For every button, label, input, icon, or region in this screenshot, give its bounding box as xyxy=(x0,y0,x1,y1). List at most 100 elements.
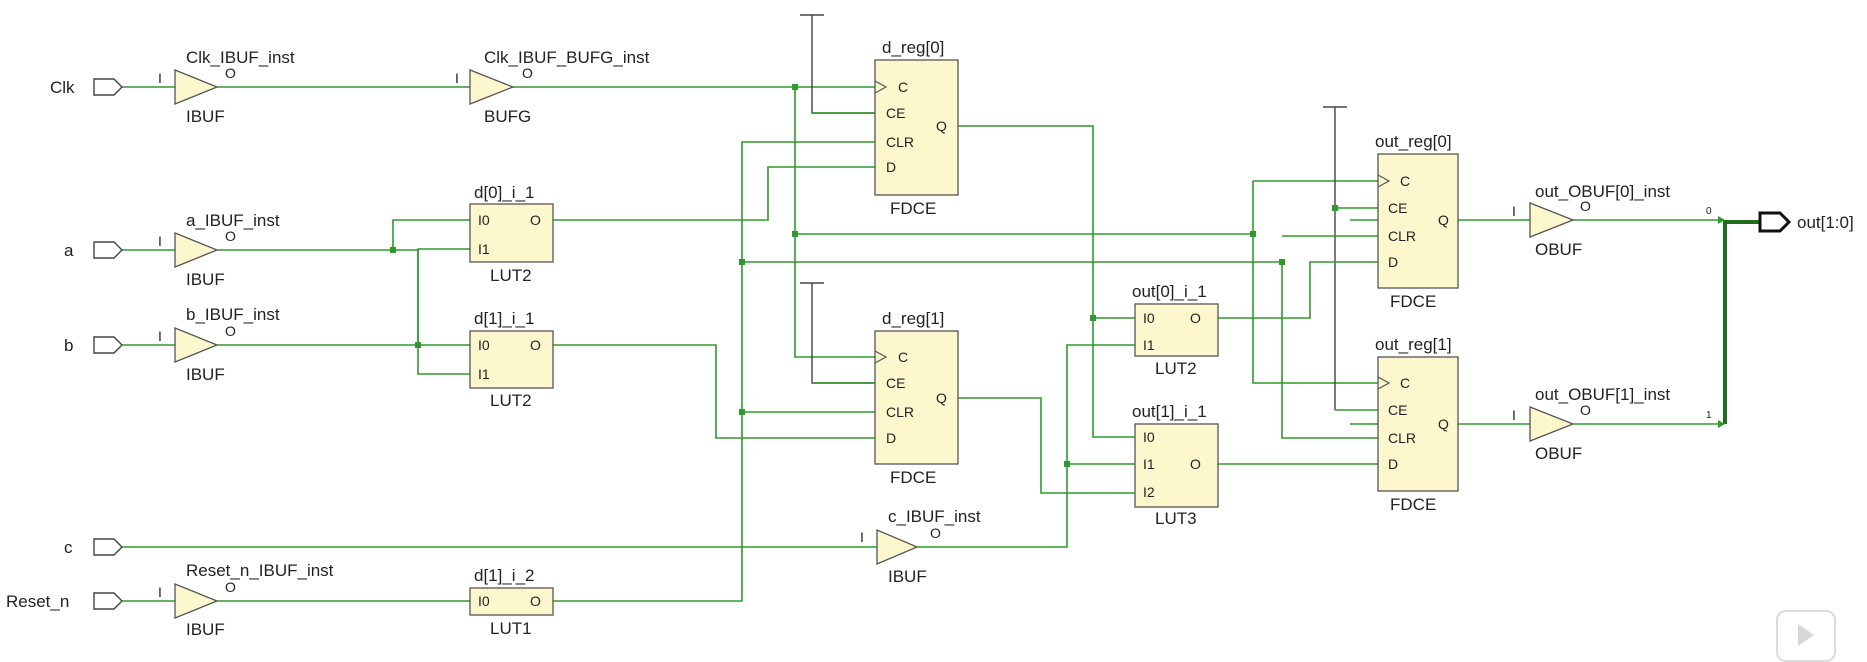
cell-out0-lut[interactable]: out[0]_i_1 LUT2 I0 I1 O xyxy=(1132,282,1219,378)
pin-c: C xyxy=(898,349,908,365)
pin-i0: I0 xyxy=(478,212,490,228)
cell-name: out_OBUF[0]_inst xyxy=(1535,182,1670,201)
pin-ce: CE xyxy=(886,105,905,121)
bus-ripper-1 xyxy=(1718,420,1725,428)
bus-bit-0: 0 xyxy=(1706,206,1712,217)
pin-ce: CE xyxy=(1388,200,1407,216)
cell-name: d[1]_i_1 xyxy=(474,309,535,328)
junction xyxy=(792,231,798,237)
cell-d1-i2-lut[interactable]: d[1]_i_2 LUT1 I0 O xyxy=(469,566,554,638)
cell-obuf0[interactable]: out_OBUF[0]_inst OBUF I O xyxy=(1512,182,1670,259)
pin-clr: CLR xyxy=(1388,228,1416,244)
cell-d0-lut[interactable]: d[0]_i_1 LUT2 I0 I1 O xyxy=(469,183,554,285)
cell-type: IBUF xyxy=(186,107,225,126)
cell-out-reg0[interactable]: out_reg[0] FDCE C CE CLR D Q xyxy=(1375,132,1459,311)
pin-q: Q xyxy=(936,118,947,134)
pin-clr: CLR xyxy=(1388,430,1416,446)
cell-type: LUT2 xyxy=(490,266,532,285)
cell-name: d[0]_i_1 xyxy=(474,183,535,202)
cell-out-reg1[interactable]: out_reg[1] FDCE C CE CLR D Q xyxy=(1375,335,1459,514)
port-label-c: c xyxy=(64,538,73,557)
cell-c-ibuf[interactable]: c_IBUF_inst IBUF I O xyxy=(860,507,981,586)
cell-obuf1[interactable]: out_OBUF[1]_inst OBUF I O xyxy=(1512,385,1670,463)
cell-name: Reset_n_IBUF_inst xyxy=(186,561,334,580)
pin-d: D xyxy=(1388,254,1398,270)
pin-q: Q xyxy=(936,390,947,406)
cell-name: b_IBUF_inst xyxy=(186,305,280,324)
pin-i1: I1 xyxy=(478,241,490,257)
ce-tie-d-reg0 xyxy=(811,15,875,114)
pin-o: O xyxy=(930,525,941,541)
cell-out1-lut[interactable]: out[1]_i_1 LUT3 I0 I1 I2 O xyxy=(1132,402,1219,528)
port-label-clk: Clk xyxy=(50,78,75,97)
junction xyxy=(792,84,798,90)
pin-ce: CE xyxy=(886,375,905,391)
cell-name: Clk_IBUF_BUFG_inst xyxy=(484,48,650,67)
pin-q: Q xyxy=(1438,212,1449,228)
cell-type: FDCE xyxy=(890,199,936,218)
pin-c: C xyxy=(1400,375,1410,391)
pin-i: I xyxy=(1512,407,1516,423)
wire-clk-d-reg1 xyxy=(794,87,875,358)
pin-i1: I1 xyxy=(478,366,490,382)
input-port-reset-n[interactable]: Reset_n xyxy=(6,592,123,611)
cell-type: LUT2 xyxy=(490,391,532,410)
cell-name: d_reg[0] xyxy=(882,38,944,57)
cell-type: IBUF xyxy=(186,620,225,639)
bus-bit-1: 1 xyxy=(1706,410,1712,421)
cell-type: FDCE xyxy=(890,468,936,487)
pin-i0: I0 xyxy=(478,337,490,353)
pin-c: C xyxy=(898,79,908,95)
cell-reset-ibuf[interactable]: Reset_n_IBUF_inst IBUF I O xyxy=(158,561,334,639)
pin-i0: I0 xyxy=(478,593,490,609)
input-port-a[interactable]: a xyxy=(64,241,123,260)
pin-o: O xyxy=(225,579,236,595)
cell-type: FDCE xyxy=(1390,292,1436,311)
cell-clk-ibuf[interactable]: Clk_IBUF_inst IBUF I O xyxy=(158,48,295,126)
wire-out0-lut xyxy=(1218,261,1378,319)
pin-i: I xyxy=(455,70,459,86)
wire-dreg1-q xyxy=(958,397,1135,494)
cell-d-reg0[interactable]: d_reg[0] FDCE C CE CLR D Q xyxy=(874,38,959,218)
output-port-out[interactable]: out[1:0] xyxy=(1758,211,1854,233)
pin-o: O xyxy=(1580,198,1591,214)
cell-type: IBUF xyxy=(186,365,225,384)
play-button[interactable] xyxy=(1776,610,1836,662)
pin-i: I xyxy=(158,584,162,600)
pin-i0: I0 xyxy=(1143,310,1155,326)
ce-tie-d-reg1 xyxy=(811,283,875,384)
cell-name: out[0]_i_1 xyxy=(1132,282,1207,301)
cell-b-ibuf[interactable]: b_IBUF_inst IBUF I O xyxy=(158,305,280,384)
port-label-reset-n: Reset_n xyxy=(6,592,69,611)
junction xyxy=(739,259,745,265)
wire-a-d0-i0 xyxy=(392,219,470,250)
pin-o: O xyxy=(1190,456,1201,472)
wires xyxy=(102,15,1760,602)
cell-type: OBUF xyxy=(1535,444,1582,463)
pin-o: O xyxy=(225,228,236,244)
wire-d0-lut-out xyxy=(553,166,875,221)
input-port-c[interactable]: c xyxy=(64,538,123,557)
wire-b-d0-i1 xyxy=(417,248,470,345)
cell-d-reg1[interactable]: d_reg[1] FDCE C CE CLR D Q xyxy=(874,309,959,487)
play-icon xyxy=(1798,624,1814,646)
wire-dreg0-q xyxy=(958,125,1135,438)
cell-name: a_IBUF_inst xyxy=(186,211,280,230)
wire-d1-lut-out xyxy=(553,344,875,439)
cell-a-ibuf[interactable]: a_IBUF_inst IBUF I O xyxy=(158,211,280,289)
input-port-clk[interactable]: Clk xyxy=(50,78,123,97)
junction xyxy=(1090,315,1096,321)
input-port-b[interactable]: b xyxy=(64,336,123,355)
junction xyxy=(415,342,421,348)
pin-d: D xyxy=(1388,456,1398,472)
cell-bufg[interactable]: Clk_IBUF_BUFG_inst BUFG I O xyxy=(455,48,650,126)
pin-i: I xyxy=(158,328,162,344)
cell-d1-lut[interactable]: d[1]_i_1 LUT2 I0 I1 O xyxy=(469,309,554,410)
pin-d: D xyxy=(886,159,896,175)
wire-clk-out-reg0 xyxy=(1252,181,1378,384)
pin-i: I xyxy=(1512,203,1516,219)
junction xyxy=(1279,259,1285,265)
pin-o: O xyxy=(530,337,541,353)
cell-name: out_reg[0] xyxy=(1375,132,1452,151)
wire-c-out0-i1 xyxy=(1066,344,1135,464)
